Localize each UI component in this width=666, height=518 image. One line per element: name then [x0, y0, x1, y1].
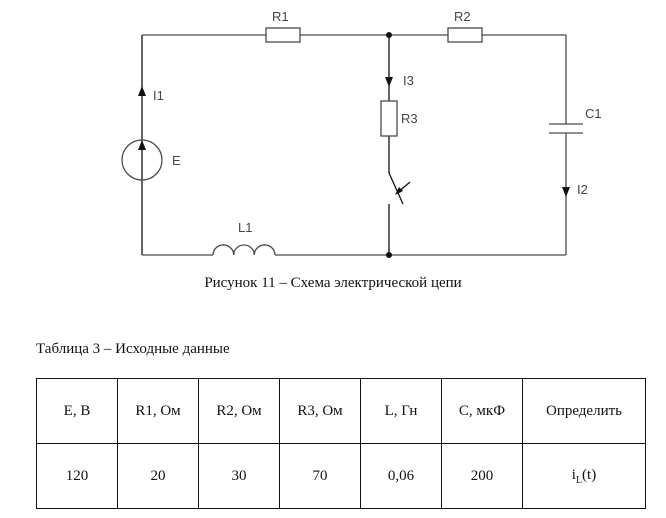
circuit-diagram: R1 R2 R3 C1 L1 E I1 I3 I2 — [121, 9, 602, 258]
cell-l: 0,06 — [360, 443, 442, 509]
header-cell-c: С, мкФ — [441, 378, 523, 444]
cell-r2: 30 — [198, 443, 280, 509]
header-cell-e: E, В — [36, 378, 118, 444]
junction-bottom — [386, 252, 392, 258]
label-i2: I2 — [577, 182, 588, 197]
label-r3: R3 — [401, 111, 418, 126]
current-arrow-i2-icon — [562, 187, 570, 197]
label-l1: L1 — [238, 220, 252, 235]
table-row: 120 20 30 70 0,06 200 iL(t) — [36, 443, 646, 509]
switch-arrow-icon — [395, 187, 403, 195]
cell-e: 120 — [36, 443, 118, 509]
target-base: i — [571, 466, 576, 483]
inductor-l1 — [212, 244, 276, 256]
header-cell-r3: R3, Ом — [279, 378, 361, 444]
resistor-r3 — [380, 100, 398, 137]
label-i1: I1 — [153, 88, 164, 103]
table-title: Таблица 3 – Исходные данные — [36, 341, 230, 357]
label-r1: R1 — [272, 9, 289, 24]
capacitor-c1 — [549, 123, 583, 134]
figure-caption: Рисунок 11 – Схема электрической цепи — [204, 275, 462, 291]
current-arrow-i3-icon — [385, 77, 393, 87]
label-r2: R2 — [454, 9, 471, 24]
table-header-row: E, В R1, Ом R2, Ом R3, Ом L, Гн С, мкФ О… — [36, 378, 646, 444]
header-cell-l: L, Гн — [360, 378, 442, 444]
label-c1: C1 — [585, 106, 602, 121]
label-i3: I3 — [403, 73, 414, 88]
current-arrow-i1-icon — [138, 86, 146, 96]
resistor-r2 — [447, 27, 483, 43]
cell-target: iL(t) — [522, 443, 646, 509]
resistor-r1 — [265, 27, 301, 43]
cell-c: 200 — [441, 443, 523, 509]
cell-r3: 70 — [279, 443, 361, 509]
junction-top — [386, 32, 392, 38]
cell-r1: 20 — [117, 443, 199, 509]
header-cell-r2: R2, Ом — [198, 378, 280, 444]
input-data-table: E, В R1, Ом R2, Ом R3, Ом L, Гн С, мкФ О… — [36, 378, 646, 509]
header-cell-determine: Определить — [522, 378, 646, 444]
label-e: E — [172, 153, 181, 168]
header-cell-r1: R1, Ом — [117, 378, 199, 444]
switch — [388, 172, 411, 205]
source-arrow-icon — [138, 140, 146, 150]
target-subscript: L — [575, 474, 583, 486]
target-suffix: (t) — [582, 466, 597, 483]
